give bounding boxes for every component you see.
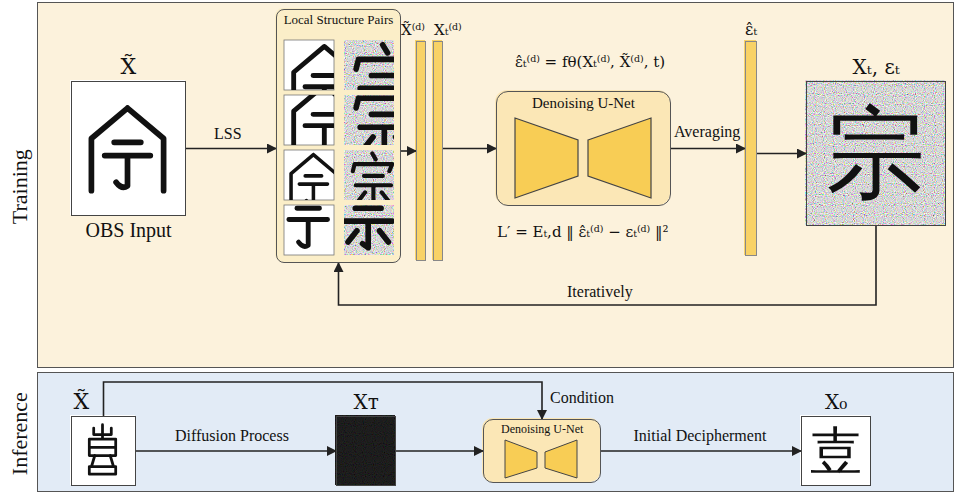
edge-label: Condition bbox=[548, 389, 616, 407]
connector-arrow bbox=[104, 382, 543, 419]
node-text: X̃ bbox=[74, 389, 90, 414]
denoising-unet: Denoising U-Net bbox=[483, 419, 601, 483]
feature-bar: X̃⁽ᵈ⁾ bbox=[416, 41, 426, 261]
noise-estimate-bar: ε̂ₜ bbox=[745, 41, 757, 256]
connector-arrow bbox=[396, 450, 483, 452]
unet-symbol bbox=[515, 118, 651, 198]
panel-label: Inference bbox=[6, 392, 31, 475]
obs-input-image: X̃OBS Input bbox=[71, 81, 186, 216]
formula: L′ = Eₜ,d ‖ ε̂ₜ⁽ᵈ⁾ − εₜ⁽ᵈ⁾ ‖² bbox=[497, 224, 669, 241]
formula: ε̂ₜ⁽ᵈ⁾ = fθ(Xₜ⁽ᵈ⁾, X̃⁽ᵈ⁾, t) bbox=[515, 54, 665, 71]
edge-label: LSS bbox=[212, 125, 244, 143]
node-text: X̃ bbox=[121, 54, 137, 79]
unet-ground bbox=[482, 418, 600, 482]
connector-arrow bbox=[401, 150, 416, 152]
edge-label: Averaging bbox=[672, 123, 742, 141]
node-text: Denoising U-Net bbox=[501, 423, 583, 437]
node-text: Denoising U-Net bbox=[532, 95, 635, 112]
edge-label: Iteratively bbox=[565, 283, 635, 301]
feature-bar bbox=[415, 40, 425, 260]
obs-glyph bbox=[91, 108, 163, 191]
node-text: Local Structure Pairs bbox=[283, 13, 395, 28]
node-text: Xₜ, εₜ bbox=[853, 56, 900, 79]
node-text: X₀ bbox=[825, 391, 847, 414]
noise-image: Xᴛ bbox=[336, 416, 396, 486]
node-text: Xᴛ bbox=[354, 391, 379, 414]
connector-arrow bbox=[757, 153, 806, 155]
obs-input-image: X̃ bbox=[71, 416, 136, 486]
denoising-unet: Denoising U-Net bbox=[496, 91, 671, 206]
noise-texture bbox=[335, 415, 395, 485]
connector-arrow bbox=[443, 148, 496, 150]
noise-bar bbox=[744, 40, 756, 255]
connector-arrow bbox=[186, 148, 276, 150]
connector-arrow bbox=[601, 450, 801, 452]
character-glyph: 宗 bbox=[826, 104, 926, 204]
local-structure-pairs: Local Structure Pairs bbox=[276, 9, 401, 263]
unet-symbol bbox=[505, 440, 577, 478]
feature-bar: Xₜ⁽ᵈ⁾ bbox=[433, 41, 443, 261]
noise-ground bbox=[335, 415, 395, 485]
edge-label: Diffusion Process bbox=[173, 427, 291, 445]
training-panel: TrainingX̃OBS InputLocal Structure Pairs… bbox=[37, 2, 954, 368]
image-ground bbox=[805, 80, 945, 225]
node-text: OBS Input bbox=[86, 219, 172, 242]
feature-bar bbox=[432, 40, 442, 260]
connector-arrow bbox=[136, 450, 336, 452]
unet-ground bbox=[495, 90, 670, 205]
node-text: Xₜ⁽ᵈ⁾ bbox=[434, 22, 462, 39]
deciphered-character: X₀壴 bbox=[801, 416, 871, 486]
image-ground bbox=[800, 415, 870, 485]
node-text: ε̂ₜ bbox=[745, 21, 757, 39]
inference-ground bbox=[37, 372, 954, 492]
training-ground bbox=[37, 2, 954, 368]
character-glyph: 壴 bbox=[810, 425, 862, 477]
node-text: X̃⁽ᵈ⁾ bbox=[401, 22, 425, 39]
image-ground bbox=[70, 80, 185, 215]
edge-label: Initial Decipherment bbox=[632, 427, 769, 445]
obs-glyph bbox=[89, 425, 115, 475]
image-ground bbox=[70, 415, 135, 485]
panel-label: Training bbox=[6, 149, 31, 224]
noisy-image: Xₜ, εₜ宗 bbox=[806, 81, 946, 226]
structure-pairs bbox=[278, 40, 411, 255]
noise-texture bbox=[805, 80, 945, 225]
connector-arrow bbox=[671, 148, 745, 150]
